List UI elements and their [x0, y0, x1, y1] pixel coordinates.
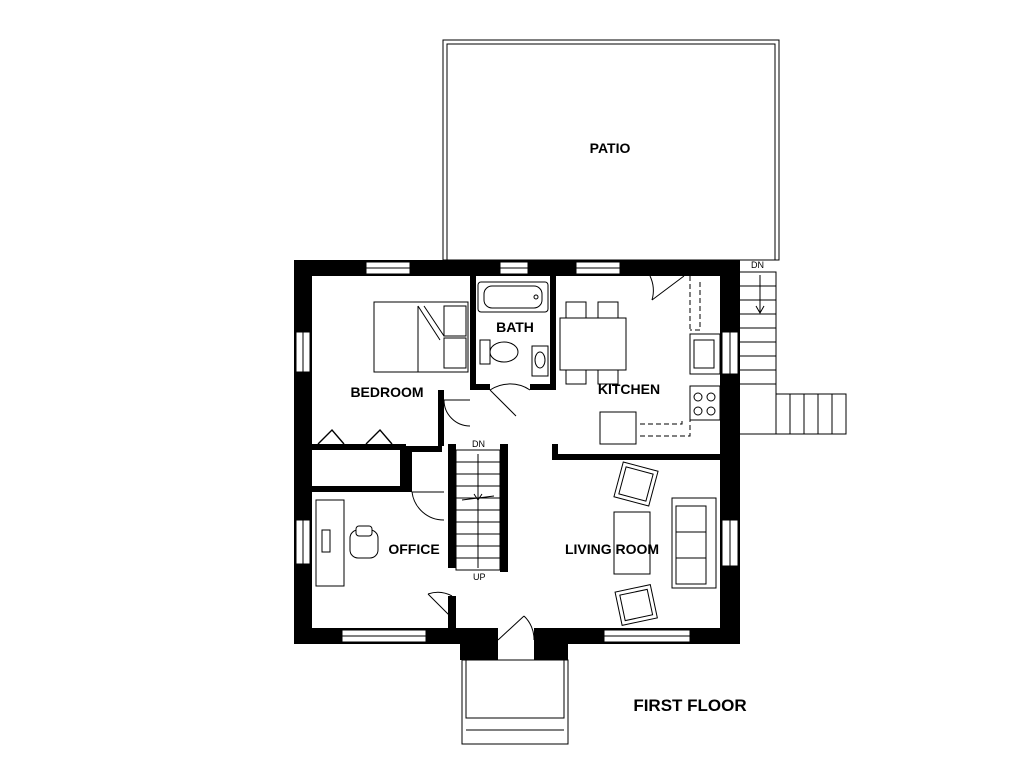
bath-fixtures — [477, 281, 549, 377]
interior-stair-up-label: UP — [473, 572, 486, 582]
office-desk — [315, 499, 379, 587]
windows — [295, 261, 739, 643]
bed — [373, 301, 469, 373]
bedroom-label: BEDROOM — [350, 384, 423, 400]
doors — [317, 275, 685, 641]
patio-label: PATIO — [590, 140, 631, 156]
exterior-stairs — [737, 271, 847, 435]
bath-label: BATH — [496, 319, 534, 335]
office-label: OFFICE — [388, 541, 439, 557]
floor-title: FIRST FLOOR — [633, 696, 746, 715]
interior-walls — [312, 276, 720, 630]
interior-stairs — [455, 449, 501, 571]
living-furniture — [613, 461, 717, 626]
kitchen-label: KITCHEN — [598, 381, 660, 397]
entry-stoop — [461, 659, 569, 745]
interior-stair-down-label: DN — [472, 439, 485, 449]
dining-table — [559, 301, 627, 385]
kitchen-counters — [599, 276, 721, 445]
patio-stair-label: DN — [751, 260, 764, 270]
living-room-label: LIVING ROOM — [565, 541, 659, 557]
